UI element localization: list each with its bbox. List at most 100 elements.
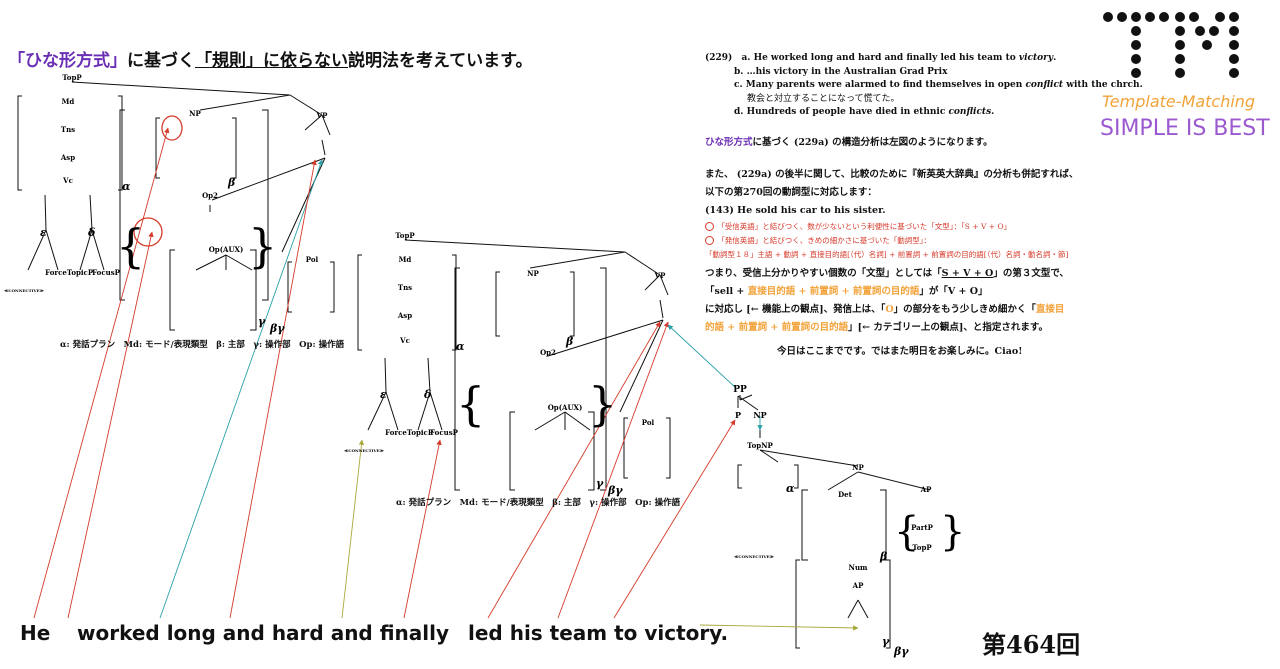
highlight-circle xyxy=(133,217,163,247)
curly-brace-left: { xyxy=(456,377,485,431)
node-tns: Tns xyxy=(398,283,412,292)
node-connective: ≪CONNECTIVE≫ xyxy=(344,448,384,453)
circle-line-2: 「発信英語」と結びつく、きめの細かさに基づいた「動詞型」： xyxy=(705,234,1105,248)
text-segment: 的語 + 前置詞 + 前置詞の目的語 xyxy=(705,322,849,333)
node-asp: Asp xyxy=(397,311,412,320)
circle-text-2: 「発信英語」と結びつく、きめの細かさに基づいた「動詞型」： xyxy=(717,236,932,245)
node-vp: VP xyxy=(316,111,328,120)
node-p: P xyxy=(735,410,741,420)
example-text: Hundreds of people have died in ethnic xyxy=(746,107,949,117)
node-op2: Op2 xyxy=(540,348,556,357)
text-segment: 」の第３文型で、 xyxy=(993,268,1069,279)
example-number: (229) xyxy=(705,53,733,63)
example-text: He worked long and hard and finally led … xyxy=(753,53,1019,63)
analysis-rest: に基づく (229a) の構造分析は左図のようになります。 xyxy=(752,137,993,148)
highlight-circle xyxy=(161,115,183,141)
example-letter: b. xyxy=(734,66,744,77)
node-np: NP xyxy=(527,269,539,278)
tm-logo-icon xyxy=(1103,12,1239,78)
node-pol: Pol xyxy=(306,255,319,264)
node-pol: Pol xyxy=(642,418,655,427)
circle-line-1: 「受信英語」と結びつく、数が少ないという利便性に基づいた「文型」：「S + V … xyxy=(705,220,1105,234)
example-letter: c. xyxy=(734,80,743,90)
epsilon-label: ε xyxy=(380,388,387,401)
title-part3: 「規則」に依らない xyxy=(195,51,348,71)
node-topP: TopP xyxy=(395,231,415,240)
curly-brace-right: } xyxy=(940,509,965,555)
text-segment: つまり、受信上分かりやすい個数の「文型」としては「 xyxy=(705,268,942,279)
beta-gamma-label: βγ xyxy=(607,484,623,497)
example-text: …his victory in the Australian Grad Prix xyxy=(746,66,948,77)
node-partP: PartP xyxy=(911,523,934,532)
node-topicP: TopicP xyxy=(407,428,434,437)
node-asp: Asp xyxy=(60,153,75,162)
example-c-translation: 教会と対立することになって慌てた。 xyxy=(747,93,900,104)
paragraph-line-4: 「sell + 直接目的語 + 前置詞 + 前置詞の目的語」が「V + O」 xyxy=(705,283,1105,301)
node-op2: Op2 xyxy=(202,191,218,200)
logo-caption-template-matching: Template-Matching xyxy=(1102,92,1256,111)
text-segment: O xyxy=(885,304,894,315)
curly-brace-right: } xyxy=(588,377,617,431)
node-ap: AP xyxy=(920,485,932,494)
example-end: with the chrch. xyxy=(1063,80,1143,90)
sentence-word-he: He xyxy=(20,621,51,645)
tm-logo xyxy=(1100,10,1270,89)
sentence-phrase-worked: worked long and hard and finally xyxy=(77,621,450,645)
paragraph-line: 以下の第270回の動詞型に対応します： xyxy=(705,187,877,198)
node-tns: Tns xyxy=(61,125,75,134)
circle-icon xyxy=(705,236,714,245)
text-segment: 「sell + xyxy=(705,286,748,297)
node-np: NP xyxy=(189,109,201,118)
node-topicP: TopicP xyxy=(67,268,94,277)
title-part2: に基づく xyxy=(127,51,195,71)
beta-gamma-label: βγ xyxy=(893,645,909,658)
beta-label: β xyxy=(227,176,236,189)
page-title: 「ひな形方式」に基づく「規則」に依らない説明法を考えています。 xyxy=(8,46,532,71)
beta-gamma-label: βγ xyxy=(269,322,285,335)
node-md: Md xyxy=(399,255,412,264)
text-segment: 直接目 xyxy=(1035,304,1065,315)
text-segment: 」の部分をもう少しきめ細かく「 xyxy=(893,304,1036,315)
example-letter: d. xyxy=(734,107,744,117)
paragraph-line-3: つまり、受信上分かりやすい個数の「文型」としては「S + V + O」の第３文型… xyxy=(705,265,1105,283)
node-opaux: Op(AUX) xyxy=(209,245,244,254)
beta-label: β xyxy=(565,335,574,348)
node-focusP: FocusP xyxy=(92,268,121,277)
node-np: NP xyxy=(753,410,766,420)
example-text: Many parents were alarmed to find themse… xyxy=(745,80,1026,90)
alpha-label: α xyxy=(786,482,795,495)
paragraph-line-5: に対応し [← 機能上の観点]、発信上は、「O」の部分をもう少しきめ細かく「直接… xyxy=(705,301,1105,319)
example-italic: conflicts xyxy=(948,107,992,117)
analysis-line: ひな形方式に基づく (229a) の構造分析は左図のようになります。 xyxy=(705,134,1105,152)
node-connective: ≪CONNECTIVE≫ xyxy=(734,554,774,559)
example-letter: a. xyxy=(741,53,751,63)
node-topP: TopP xyxy=(912,543,932,552)
text-segment: 直接目的語 + 前置詞 + 前置詞の目的語 xyxy=(747,286,920,297)
example-143: (143) He sold his car to his sister. xyxy=(705,205,886,216)
node-num: Num xyxy=(849,563,868,572)
gamma-label: γ xyxy=(882,635,890,648)
example-c: c. Many parents were alarmed to find the… xyxy=(705,79,1143,93)
text-segment: 」が「V + O」 xyxy=(919,286,988,297)
node-connective: ≪CONNECTIVE≫ xyxy=(4,288,44,293)
title-part1: 「ひな形方式」 xyxy=(8,51,127,71)
example-italic: victory xyxy=(1018,53,1054,63)
delta-label: δ xyxy=(423,388,431,401)
logo-caption-simple-is-best: SIMPLE IS BEST xyxy=(1100,116,1270,141)
gamma-label: γ xyxy=(258,315,266,328)
verb-pattern-18: 「動詞型１８」主語 + 動詞 + 直接目的語[（代）名詞] + 前置詞 + 前置… xyxy=(705,250,1069,259)
curly-brace-left: { xyxy=(894,509,919,555)
node-vc: Vc xyxy=(62,176,73,185)
curly-brace-left: { xyxy=(116,219,145,273)
node-ap: AP xyxy=(852,581,864,590)
episode-number: 第464回 xyxy=(982,630,1081,659)
title-part4: 説明法を考えています。 xyxy=(348,51,533,71)
node-np: NP xyxy=(852,463,864,472)
example-end: . xyxy=(1053,53,1057,63)
node-pp: PP xyxy=(733,385,747,395)
node-force: Force xyxy=(385,428,407,437)
circle-icon xyxy=(705,222,714,231)
example-italic: conflict xyxy=(1025,80,1064,90)
example-b: b. …his victory in the Australian Grad P… xyxy=(705,66,1105,80)
